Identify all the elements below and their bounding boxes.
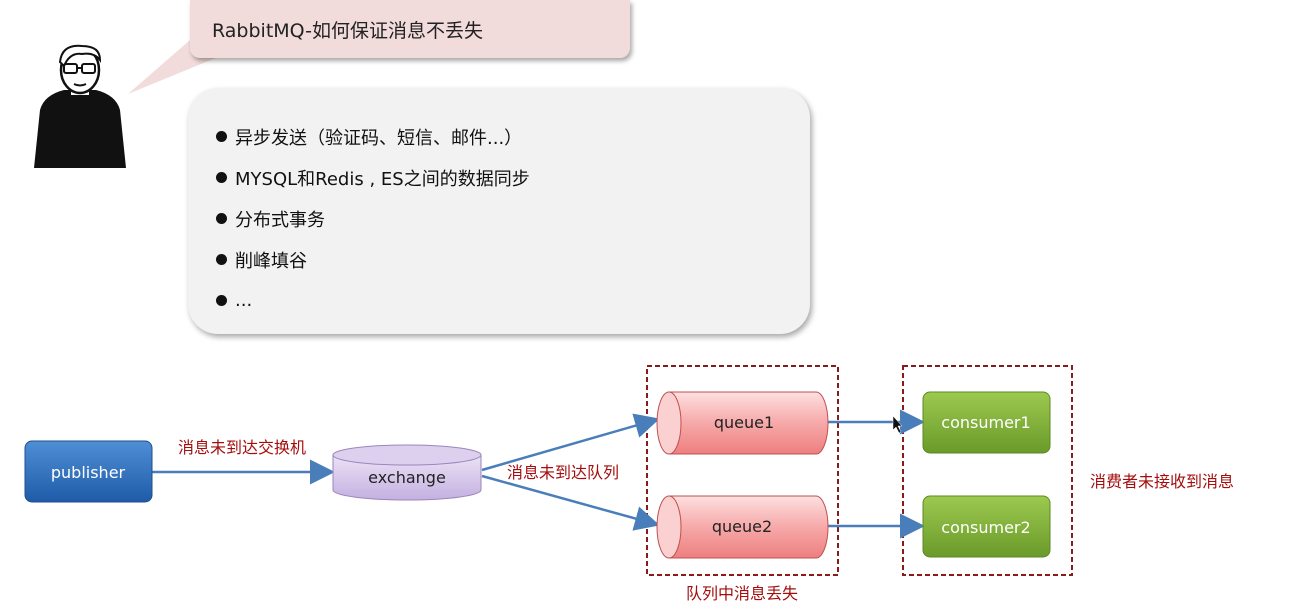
speech-bubble: RabbitMQ-如何保证消息不丢失 (190, 0, 630, 58)
bullet-text: 削峰填谷 (235, 250, 307, 272)
bullet-item: 削峰填谷 (216, 239, 530, 280)
label-consumer-not-received: 消费者未接收到消息 (1090, 472, 1234, 491)
label-queue-loss: 队列中消息丢失 (686, 584, 798, 603)
bullet-dot-icon (216, 254, 227, 265)
bullet-item: ... (216, 280, 530, 321)
queue1-label: queue1 (714, 413, 774, 432)
consumer2-label: consumer2 (941, 518, 1030, 537)
consumer2-node: consumer2 (922, 495, 1051, 558)
bullet-item: 分布式事务 (216, 198, 530, 239)
mouse-cursor-icon (892, 415, 903, 434)
exchange-node: exchange (332, 444, 482, 501)
label-not-reach-exchange: 消息未到达交换机 (178, 438, 306, 457)
person-avatar-icon (34, 44, 126, 168)
label-not-reach-queue: 消息未到达队列 (507, 463, 619, 482)
queue1-node: queue1 (656, 391, 829, 455)
bullet-list: 异步发送（验证码、短信、邮件...） MYSQL和Redis , ES之间的数据… (216, 116, 530, 321)
bullet-dot-icon (216, 295, 227, 306)
bullet-text: MYSQL和Redis , ES之间的数据同步 (235, 168, 530, 190)
bullet-dot-icon (216, 213, 227, 224)
arrow-exchange-queue2 (481, 474, 660, 531)
exchange-label: exchange (368, 468, 446, 487)
queue2-node: queue2 (656, 495, 829, 559)
speech-title: RabbitMQ-如何保证消息不丢失 (212, 20, 484, 42)
arrow-exchange-queue1 (481, 413, 660, 472)
consumer1-node: consumer1 (922, 391, 1051, 454)
bullet-dot-icon (216, 131, 227, 142)
bullet-text: ... (235, 290, 253, 311)
bullet-item: 异步发送（验证码、短信、邮件...） (216, 116, 530, 157)
bullet-box: 异步发送（验证码、短信、邮件...） MYSQL和Redis , ES之间的数据… (188, 88, 810, 334)
bullet-text: 分布式事务 (235, 209, 325, 231)
consumer-group-dashed-box (902, 365, 1073, 576)
bullet-dot-icon (216, 172, 227, 183)
bullet-item: MYSQL和Redis , ES之间的数据同步 (216, 157, 530, 198)
publisher-node: publisher (24, 440, 153, 503)
consumer1-label: consumer1 (941, 413, 1030, 432)
publisher-label: publisher (51, 463, 126, 482)
queue2-label: queue2 (712, 517, 772, 536)
bullet-text: 异步发送（验证码、短信、邮件...） (235, 127, 523, 149)
